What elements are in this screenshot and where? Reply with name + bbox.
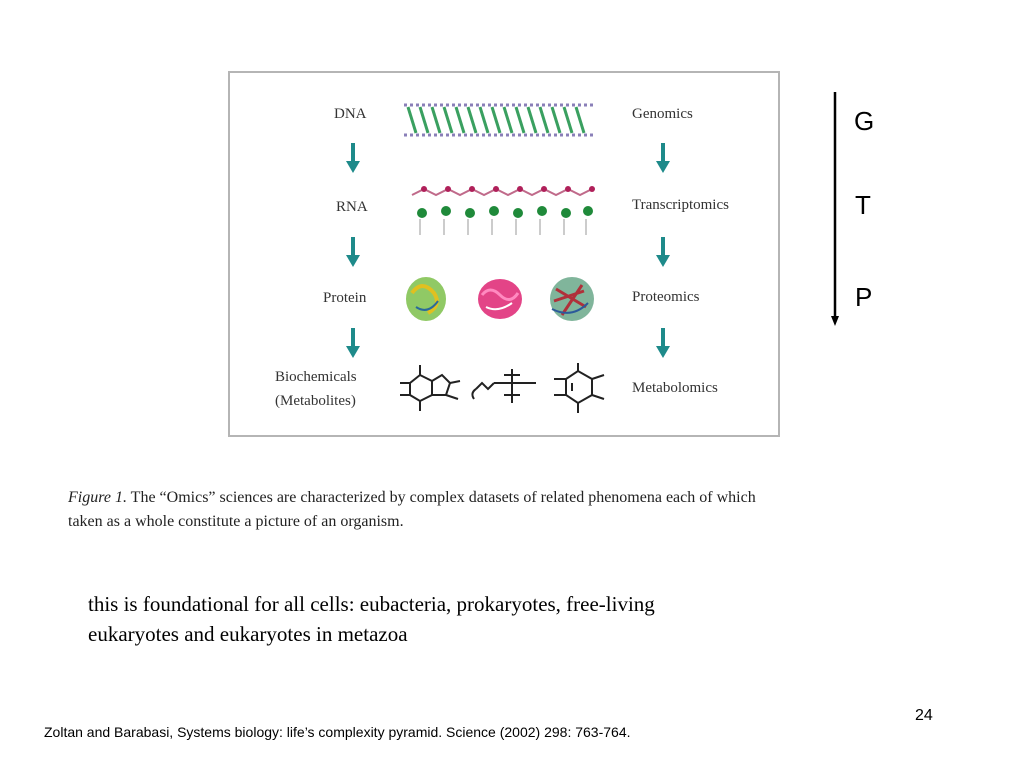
label-metabolites: (Metabolites) <box>275 393 356 409</box>
label-dna: DNA <box>334 106 367 122</box>
gtp-direction-arrow-icon <box>831 92 839 326</box>
label-protein: Protein <box>323 290 367 306</box>
arrow-down-icon <box>656 237 670 267</box>
label-rna: RNA <box>336 199 368 215</box>
dna-helix-icon <box>404 103 596 137</box>
arrow-down-icon <box>346 328 360 358</box>
letter-t: T <box>855 190 871 220</box>
caption-line-1: The “Omics” sciences are characterized b… <box>126 489 756 506</box>
arrow-down-icon <box>656 328 670 358</box>
protein-structures-icon <box>406 277 594 321</box>
label-genomics: Genomics <box>632 106 693 122</box>
page-number: 24 <box>915 707 933 724</box>
label-biochemicals: Biochemicals <box>275 369 357 385</box>
label-proteomics: Proteomics <box>632 289 700 305</box>
arrow-down-icon <box>346 237 360 267</box>
label-transcriptomics: Transcriptomics <box>632 197 729 213</box>
caption-line-2: taken as a whole constitute a picture of… <box>68 513 404 530</box>
note-line-2: eukaryotes and eukaryotes in metazoa <box>88 622 408 646</box>
reference-citation: Zoltan and Barabasi, Systems biology: li… <box>44 724 631 740</box>
body-note: this is foundational for all cells: euba… <box>88 589 808 649</box>
caption-lead: Figure 1. <box>68 489 127 506</box>
rna-strand-icon <box>411 186 595 235</box>
metabolite-structures-icon <box>400 363 605 413</box>
arrow-down-icon <box>346 143 360 173</box>
letter-g: G <box>854 106 875 136</box>
omics-figure: DNA RNA Protein Biochemicals (Metabolite… <box>228 71 780 437</box>
label-metabolomics: Metabolomics <box>632 380 718 396</box>
arrow-down-icon <box>656 143 670 173</box>
note-line-1: this is foundational for all cells: euba… <box>88 592 655 616</box>
letter-p: P <box>855 282 873 312</box>
figure-caption: Figure 1. The “Omics” sciences are chara… <box>68 486 938 534</box>
